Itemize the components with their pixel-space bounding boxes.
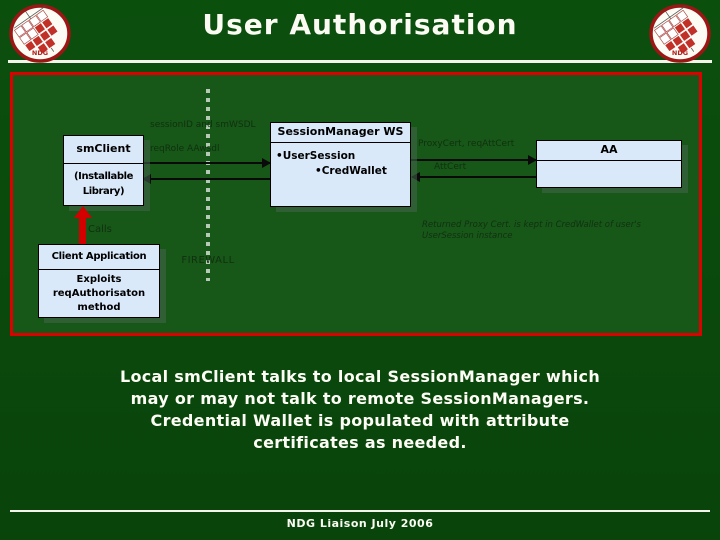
header-divider xyxy=(8,60,712,63)
arrow-session-response xyxy=(142,174,270,184)
aa-box: AA xyxy=(536,140,682,188)
summary-line: certificates as needed. xyxy=(253,433,467,452)
aa-title: AA xyxy=(537,141,681,161)
arrow-session-request xyxy=(143,158,271,168)
arrow-attcert-response xyxy=(411,172,536,182)
label-req-role: reqRole AAwsdl xyxy=(150,144,220,154)
footer-text: NDG Liaison July 2006 xyxy=(286,517,434,530)
client-application-title: Client Application xyxy=(39,245,159,270)
session-manager-box: SessionManager WS •UserSession •CredWall… xyxy=(270,122,411,207)
summary-line: Credential Wallet is populated with attr… xyxy=(150,411,570,430)
firewall-dashed-line xyxy=(206,89,210,281)
client-application-box: Client Application Exploits reqAuthorisa… xyxy=(38,244,160,318)
session-manager-title: SessionManager WS xyxy=(271,123,410,143)
calls-arrow-shaft xyxy=(79,217,86,244)
label-proxy-cert: ProxyCert, reqAttCert xyxy=(418,139,515,149)
calls-arrow xyxy=(74,206,92,218)
summary-line: Local smClient talks to local SessionMan… xyxy=(119,367,601,386)
summary-line: may or may not talk to remote SessionMan… xyxy=(130,389,590,408)
sm-client-subtitle: (Installable Library) xyxy=(73,171,134,197)
calls-label: Calls xyxy=(88,224,112,235)
sm-client-title: smClient xyxy=(64,136,143,164)
summary-paragraph: Local smClient talks to local SessionMan… xyxy=(0,366,720,454)
ndg-logo-icon: NDG xyxy=(648,4,711,63)
proxy-cert-note: Returned Proxy Cert. is kept in CredWall… xyxy=(422,220,641,241)
ndg-logo-text: NDG xyxy=(32,49,48,57)
cred-wallet-item: •CredWallet xyxy=(315,165,387,177)
sm-client-box: smClient (Installable Library) xyxy=(63,135,144,206)
arrow-proxycert-request xyxy=(410,155,537,165)
ndg-logo-text: NDG xyxy=(672,49,688,57)
user-session-item: •UserSession xyxy=(276,150,356,162)
client-application-body: Exploits reqAuthorisaton method xyxy=(52,274,146,313)
label-att-cert: AttCert xyxy=(434,162,467,172)
diagram-frame: FIREWALL sessionID and smWSDL reqRole AA… xyxy=(10,72,702,336)
ndg-logo-icon: NDG xyxy=(8,4,71,63)
page-title: User Authorisation xyxy=(202,8,518,41)
label-session-id: sessionID and smWSDL xyxy=(150,120,256,130)
firewall-label: FIREWALL xyxy=(181,255,235,266)
footer-divider xyxy=(10,510,710,512)
